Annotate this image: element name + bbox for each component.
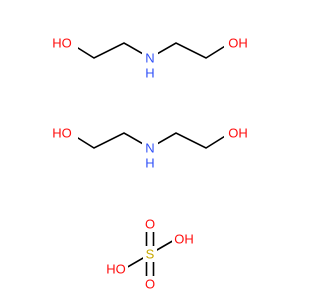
hydroxyl-label-right: OH — [228, 36, 248, 51]
oxo-label-top: O — [145, 217, 155, 232]
hydroxyl-label-left: HO — [52, 36, 72, 51]
hydroxyl-label-right: OH — [174, 232, 194, 247]
amine-hydrogen-label: H — [145, 156, 154, 171]
diethanolamine-molecule-1: HO N H OH — [52, 35, 248, 81]
nitrogen-label: N — [145, 141, 154, 156]
molecule-canvas: HO N H OH HO N H OH S O O OH HO — [52, 35, 248, 292]
diethanolamine-molecule-2: HO N H OH — [52, 125, 248, 171]
nitrogen-label: N — [145, 51, 154, 66]
hydroxyl-label-left: HO — [106, 262, 126, 277]
amine-hydrogen-label: H — [145, 66, 154, 81]
oxo-label-bottom: O — [145, 277, 155, 292]
hydroxyl-label-right: OH — [228, 126, 248, 141]
sulfur-label: S — [146, 247, 155, 262]
sulfuric-acid-molecule: S O O OH HO — [104, 216, 196, 292]
hydroxyl-label-left: HO — [52, 126, 72, 141]
